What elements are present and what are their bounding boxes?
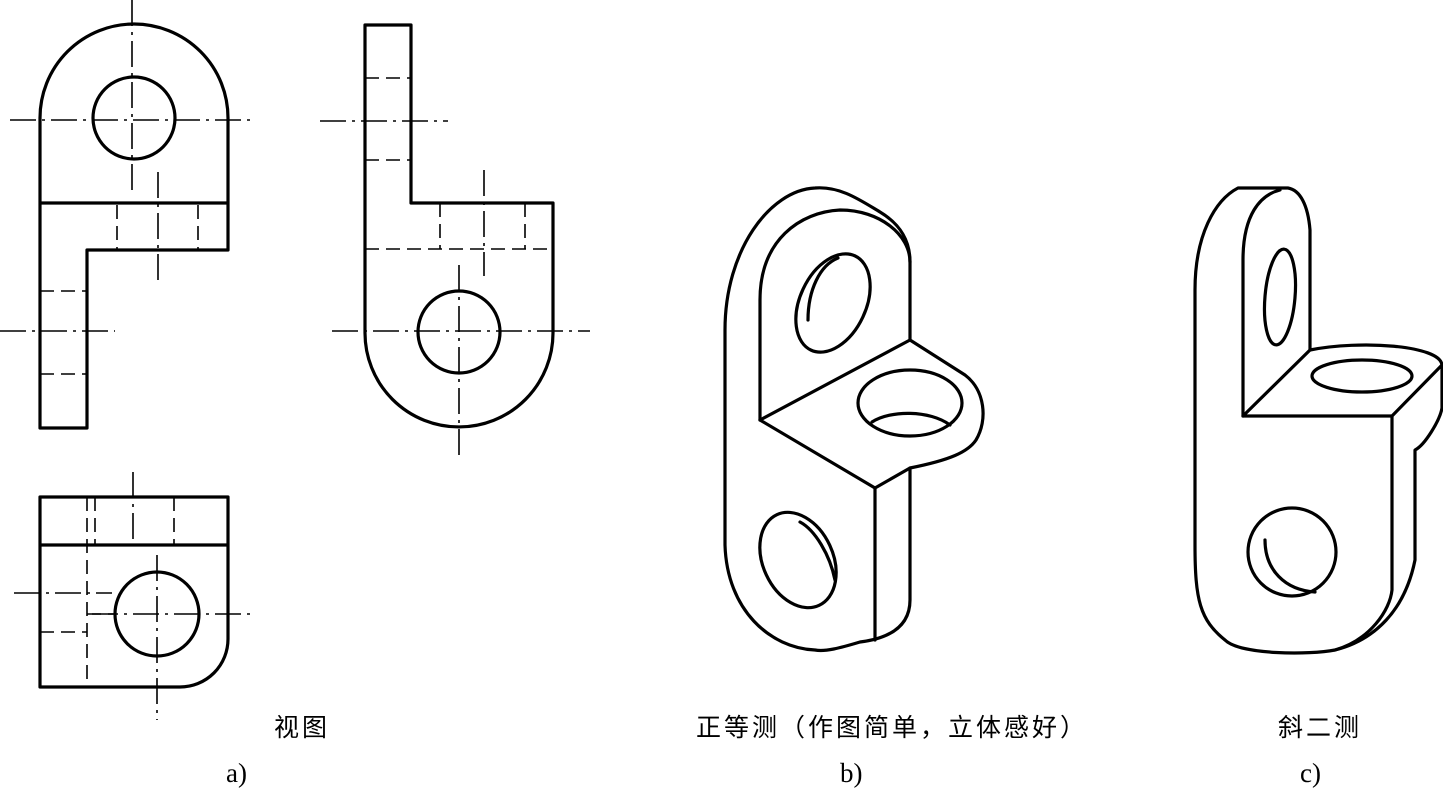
caption-a: 视图 <box>274 713 331 742</box>
caption-b: 正等测（作图简单，立体感好） <box>696 713 1089 742</box>
iso-bottom-hole <box>758 510 838 610</box>
oblique-vertical-hole <box>1262 247 1298 347</box>
top-view-outline <box>38 495 230 689</box>
caption-letter-c: c) <box>1300 758 1321 788</box>
oblique-base-front-edge <box>1333 414 1394 652</box>
side-view-hidden-lines <box>365 77 553 250</box>
isometric-view <box>723 186 985 653</box>
iso-bottom-hole-inner <box>798 520 837 582</box>
iso-vertical-hole-inner <box>806 256 840 322</box>
iso-outline <box>723 186 985 653</box>
oblique-front-hole-inner <box>1263 538 1317 594</box>
oblique-front-plate-edge <box>1241 188 1282 418</box>
side-view <box>320 23 590 455</box>
front-view <box>0 0 255 430</box>
iso-top-hole-inner <box>870 411 952 427</box>
iso-base-front-face <box>758 338 912 642</box>
front-view-outline <box>38 22 230 430</box>
caption-c: 斜二测 <box>1278 713 1363 742</box>
iso-base-top-edge <box>758 418 912 490</box>
oblique-front-hole <box>1246 506 1338 598</box>
top-view <box>14 472 250 720</box>
front-view-hole <box>91 75 177 161</box>
orthographic-views <box>0 0 590 720</box>
caption-letter-b: b) <box>840 758 863 788</box>
front-view-hidden-lines <box>40 205 199 375</box>
iso-top-hole <box>856 368 964 438</box>
oblique-top-hole <box>1310 358 1414 394</box>
iso-vertical-plate-front-edge <box>758 208 912 422</box>
side-view-outline <box>363 23 555 429</box>
oblique-outline <box>1193 186 1443 655</box>
caption-letter-a: a) <box>226 758 247 788</box>
iso-vertical-hole <box>794 252 872 354</box>
top-view-hidden-lines <box>40 497 175 687</box>
oblique-view <box>1193 186 1443 655</box>
